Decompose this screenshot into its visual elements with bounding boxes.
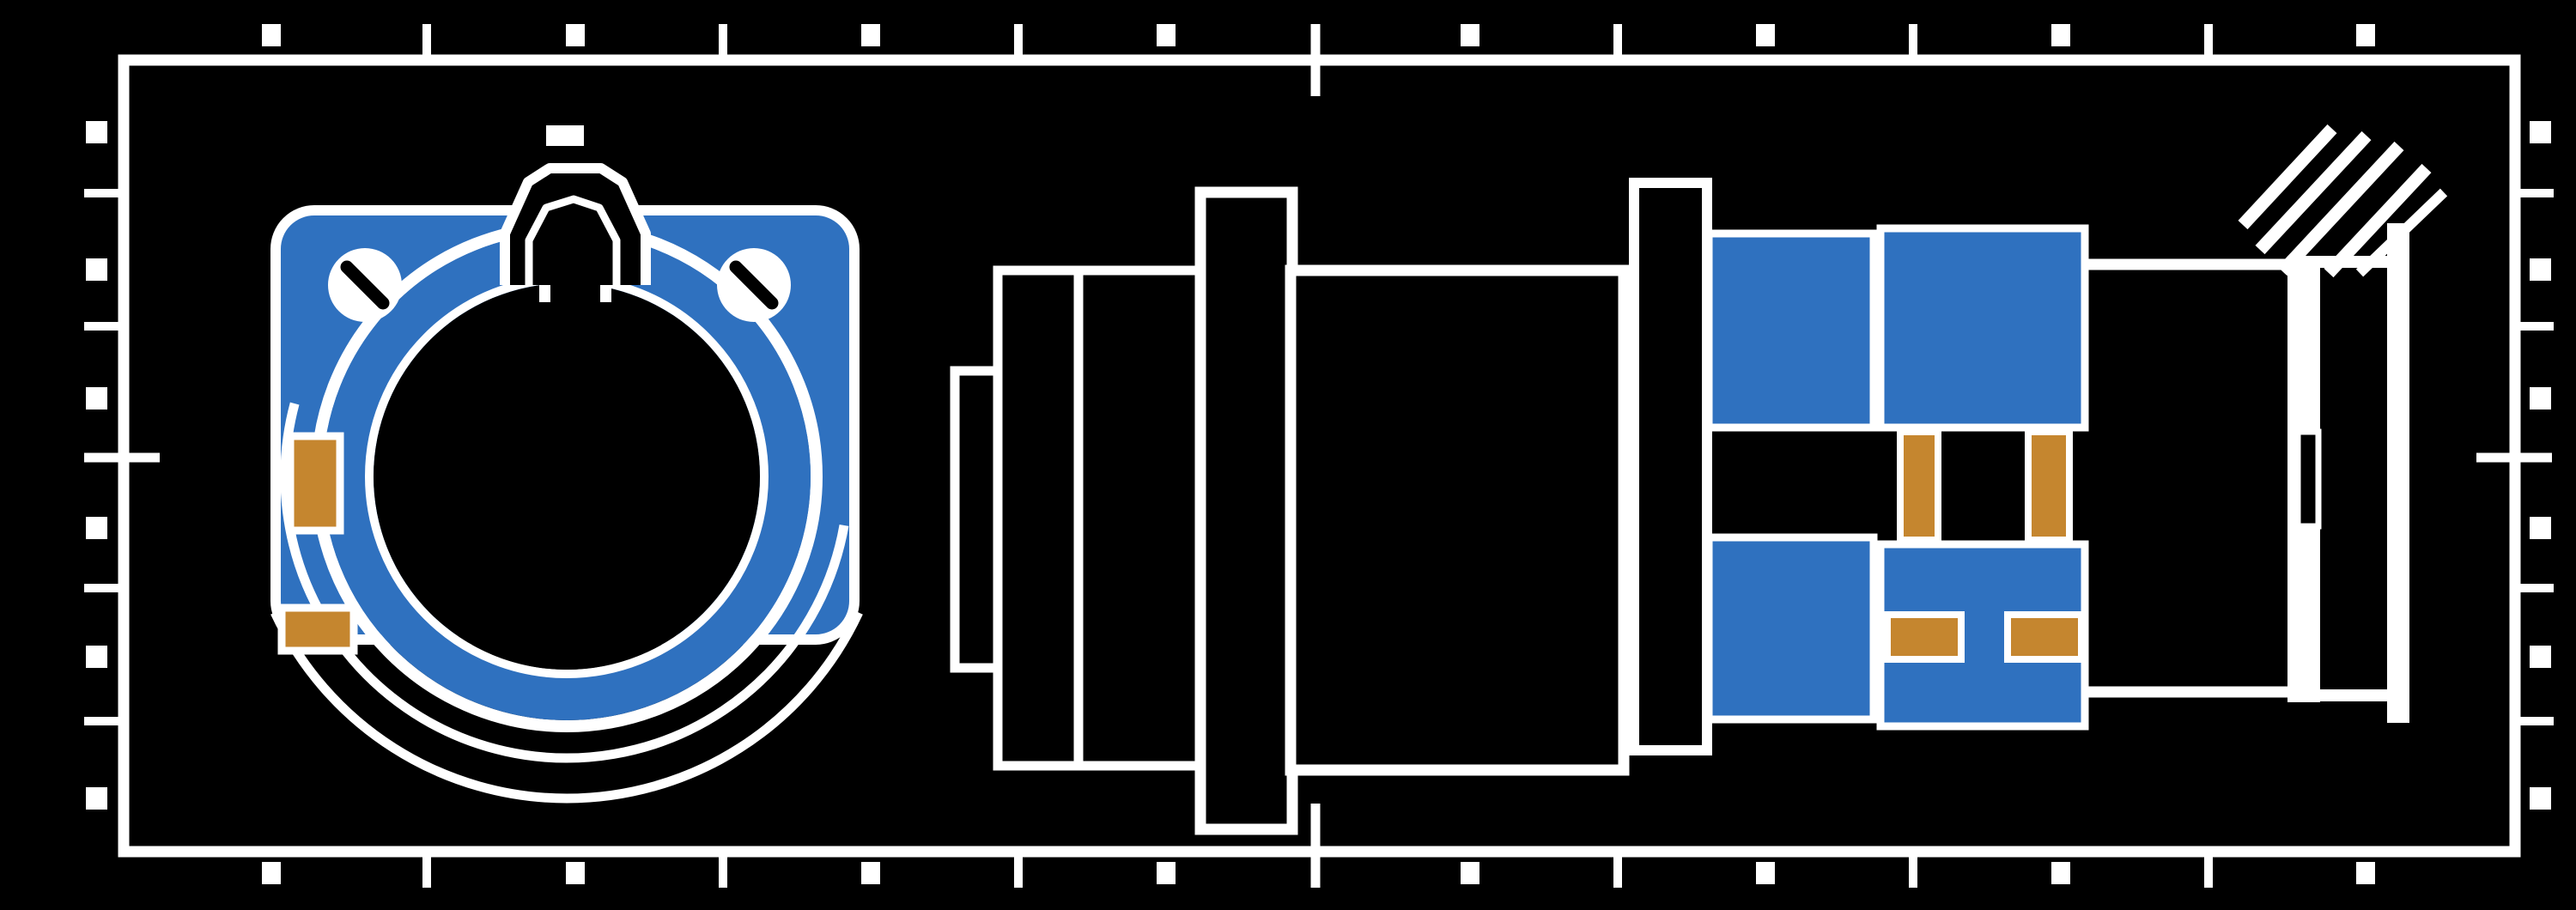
zone-label-right — [2530, 121, 2551, 143]
shape-layer — [84, 24, 2554, 888]
cable-entry-hatch — [2324, 163, 2432, 278]
side-mating-nose — [950, 366, 1003, 673]
zone-label-bottom — [2051, 862, 2070, 884]
front-coupling-nut-arc-outer — [270, 610, 863, 804]
zone-label-right — [2530, 646, 2551, 668]
grommet-slot — [2294, 428, 2322, 530]
mount-screw-slot-left — [340, 260, 390, 310]
zone-label-bottom — [566, 862, 585, 884]
cable-entry-hatch — [2238, 124, 2337, 230]
front-bore — [374, 283, 760, 670]
backshell-bottom-left-section — [1704, 533, 1878, 724]
zone-label-right — [2530, 517, 2551, 539]
zone-label-top — [1461, 24, 1479, 46]
zone-label-left — [86, 387, 107, 410]
keyway-outer-outline — [500, 163, 651, 285]
zone-label-bottom — [1461, 862, 1479, 884]
side-mounting-flange — [1194, 186, 1298, 835]
side-barrel-front — [993, 265, 1085, 771]
seal-bar-orange-2 — [2025, 428, 2073, 543]
keyway-top-cap — [546, 125, 584, 146]
zone-label-bottom — [262, 862, 281, 884]
cable-entry-hatch — [2255, 130, 2372, 255]
mount-screw-slot-right — [729, 260, 779, 310]
front-corner-insert-orange — [277, 604, 358, 655]
seal-bar-orange-1 — [1897, 428, 1941, 543]
keyway-inner-outline — [525, 195, 621, 285]
front-coupling-nut-arc — [280, 402, 849, 763]
zone-label-top — [262, 24, 281, 46]
cable-entry-edge — [2355, 188, 2448, 277]
zone-label-left — [86, 517, 107, 539]
zone-label-left — [86, 258, 107, 281]
side-main-body — [1285, 264, 1630, 776]
front-key-insert-orange — [286, 432, 344, 535]
backshell-top-right-section — [1876, 224, 2089, 432]
zone-label-top — [1157, 24, 1176, 46]
side-barrel-rear — [1073, 265, 1207, 771]
zone-label-bottom — [1157, 862, 1176, 884]
zone-label-right — [2530, 258, 2551, 281]
zone-label-top — [861, 24, 880, 46]
zone-label-left — [86, 646, 107, 668]
zone-label-bottom — [2356, 862, 2375, 884]
zone-label-right — [2530, 787, 2551, 810]
side-coupling-ring-face — [1629, 178, 1712, 755]
zone-label-bottom — [1756, 862, 1775, 884]
zone-label-right — [2530, 387, 2551, 410]
zone-label-bottom — [861, 862, 880, 884]
zone-label-left — [86, 121, 107, 143]
zone-label-top — [566, 24, 585, 46]
seal-pad-orange-1 — [1884, 611, 1965, 663]
seal-pad-orange-2 — [2004, 611, 2085, 663]
zone-label-top — [2356, 24, 2375, 46]
zone-label-top — [1756, 24, 1775, 46]
zone-label-left — [86, 787, 107, 810]
zone-label-top — [2051, 24, 2070, 46]
grommet-right-band — [2387, 223, 2409, 723]
backshell-top-left-section — [1704, 229, 1878, 432]
cable-entry-hatch — [2277, 141, 2404, 276]
